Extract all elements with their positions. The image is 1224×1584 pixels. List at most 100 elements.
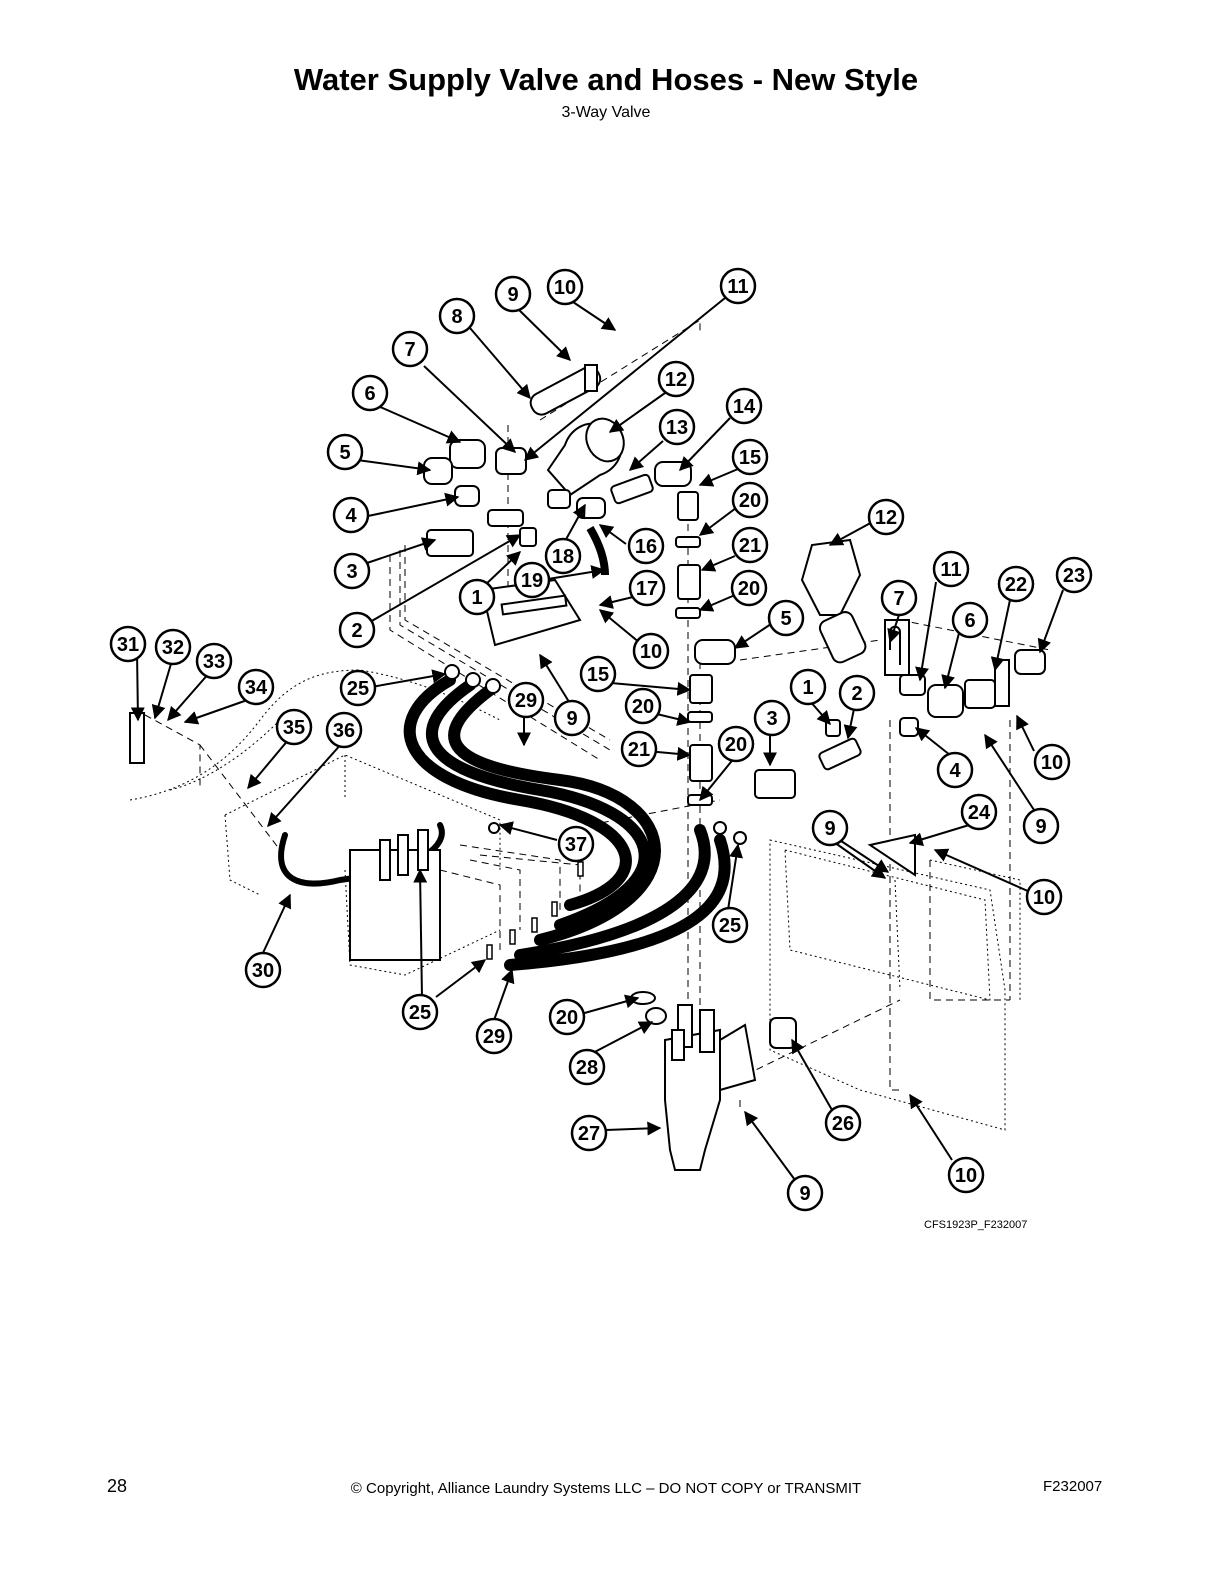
callout-7: 7 [880,579,918,617]
callout-20: 20 [717,725,755,763]
callout-label: 35 [283,717,305,739]
callout-20: 20 [548,998,586,1036]
callout-29: 29 [507,681,545,719]
callout-label: 10 [1033,887,1055,909]
callout-31: 31 [109,625,147,663]
callout-25: 25 [711,906,749,944]
callout-label: 15 [587,664,609,686]
callout-label: 11 [727,276,748,298]
callout-18: 18 [544,537,582,575]
callout-label: 6 [364,383,375,405]
callout-label: 20 [556,1007,578,1029]
callout-label: 9 [824,818,835,840]
callout-4: 4 [332,496,370,534]
page-title: Water Supply Valve and Hoses - New Style [293,62,919,97]
callout-label: 21 [628,739,650,761]
callout-10: 10 [1025,878,1063,916]
callout-8: 8 [438,297,476,335]
page-subtitle: 3-Way Valve [561,104,651,121]
callout-label: 29 [515,690,537,712]
callout-28: 28 [568,1048,606,1086]
callout-1: 1 [789,668,827,706]
lower-assembly [129,712,797,1171]
callout-label: 31 [117,634,139,656]
callout-15: 15 [579,655,617,693]
callout-label: 10 [955,1165,977,1187]
callout-layer: 10 9 11 8 12 7 14 6 1 3 15 5 20 4 16 21 18 31 19 1 7 20 2 10 12 1… [109,267,1093,1212]
callout-label: 33 [203,651,225,673]
callout-label: 10 [640,641,662,663]
callout-label: 34 [245,677,268,699]
callout-10: 10 [947,1156,985,1194]
callout-label: 16 [635,536,657,558]
callout-label: 4 [345,505,357,527]
callout-label: 18 [552,546,574,568]
callout-label: 5 [780,608,791,630]
callout-label: 27 [578,1123,600,1145]
callout-7: 7 [391,330,429,368]
callout-29: 29 [475,1017,513,1055]
callout-3: 3 [753,699,791,737]
callout-30: 30 [244,951,282,989]
callout-label: 10 [1041,752,1063,774]
callout-12: 12 [657,360,695,398]
callout-label: 30 [252,960,274,982]
callout-label: 10 [554,277,576,299]
callout-6: 6 [351,374,389,412]
callout-label: 20 [632,696,654,718]
callout-9: 9 [494,275,532,313]
callout-label: 3 [766,708,777,730]
callout-label: 21 [739,535,761,557]
callout-25: 25 [339,669,377,707]
callout-12: 12 [867,498,905,536]
callout-label: 2 [851,683,862,705]
callout-label: 37 [565,834,587,856]
callout-10: 10 [632,632,670,670]
callout-2: 2 [838,674,876,712]
callout-label: 14 [733,396,756,418]
callout-label: 19 [521,570,543,592]
callout-label: 12 [665,369,687,391]
page-number: 28 [107,1476,128,1496]
callout-6: 6 [951,601,989,639]
callout-10: 10 [1033,743,1071,781]
copyright-notice: © Copyright, Alliance Laundry Systems LL… [350,1480,862,1497]
callout-label: 7 [404,339,415,361]
callout-37: 37 [557,825,595,863]
callout-26: 26 [824,1104,862,1142]
callout-label: 9 [1035,816,1046,838]
connector-pins [486,861,584,960]
callout-25: 25 [401,993,439,1031]
callout-label: 9 [799,1183,810,1205]
callout-20: 20 [731,481,769,519]
callout-label: 25 [409,1002,431,1024]
callout-20: 20 [624,687,662,725]
callout-15: 15 [731,438,769,476]
hose-bundle [278,674,731,971]
callout-4: 4 [936,751,974,789]
callout-label: 28 [576,1057,598,1079]
document-id: F232007 [1043,1478,1103,1495]
callout-label: 20 [725,734,747,756]
callout-label: 15 [739,447,761,469]
callout-label: 29 [483,1026,505,1048]
callout-21: 21 [731,526,769,564]
callout-label: 22 [1005,574,1027,596]
callout-11: 11 [719,267,757,305]
callout-14: 14 [725,387,763,425]
callout-35: 35 [275,708,313,746]
leader-lines [130,297,1064,1181]
callout-label: 36 [333,720,355,742]
callout-label: 9 [566,708,577,730]
callout-label: 1 [802,677,813,699]
callout-9: 9 [553,699,591,737]
callout-label: 26 [832,1113,854,1135]
callout-34: 34 [237,668,275,706]
figure-code: CFS1923P_F232007 [924,1219,1028,1231]
callout-label: 3 [346,561,357,583]
callout-label: 25 [719,915,741,937]
callout-label: 1 [471,587,482,609]
callout-20: 20 [730,569,768,607]
callout-9: 9 [1022,807,1060,845]
callout-2: 2 [338,611,376,649]
